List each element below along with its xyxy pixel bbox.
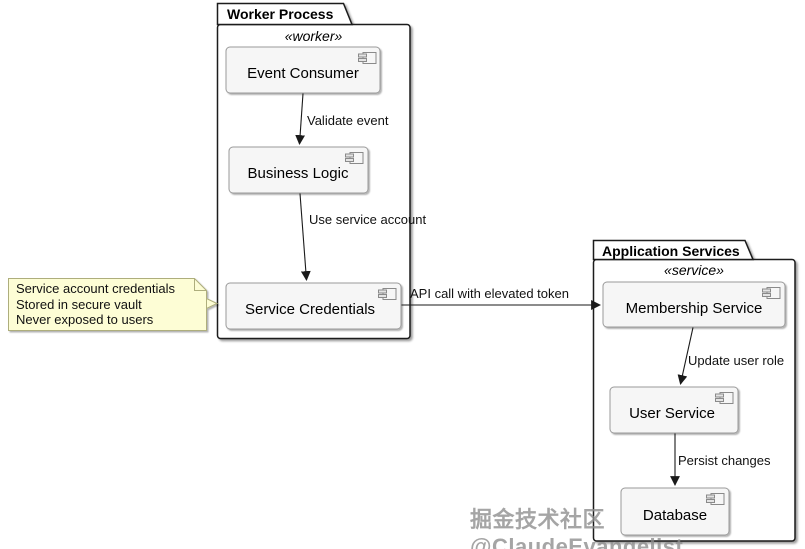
edge-use-service-account xyxy=(299,193,311,281)
note-line-1: Service account credentials xyxy=(16,281,175,296)
label-service-credentials: Service Credentials xyxy=(244,301,376,318)
note-line-2: Stored in secure vault xyxy=(16,296,142,312)
component-database xyxy=(620,487,730,536)
stereotype-worker: «worker» xyxy=(284,28,343,44)
edge-validate-event xyxy=(295,93,306,145)
stereotype-service: «service» xyxy=(664,262,724,278)
component-user-service xyxy=(609,386,739,434)
component-event-consumer xyxy=(225,46,381,94)
edge-label-persist-changes: Persist changes xyxy=(678,453,771,468)
note-text: Service account credentials Stored in se… xyxy=(16,281,175,328)
edge-label-validate-event: Validate event xyxy=(307,113,389,128)
edge-update-user-role xyxy=(677,327,694,385)
component-icon xyxy=(358,52,377,64)
label-database: Database xyxy=(642,507,708,524)
note-service-credentials xyxy=(8,278,219,331)
component-icon xyxy=(715,392,734,404)
note-line-3: Never exposed to users xyxy=(16,312,154,327)
label-event-consumer: Event Consumer xyxy=(247,65,359,82)
edge-label-update-user-role: Update user role xyxy=(688,353,785,368)
component-icon xyxy=(378,288,397,300)
component-service-credentials xyxy=(225,282,402,330)
edge-label-use-service-account: Use service account xyxy=(309,212,427,227)
label-business-logic: Business Logic xyxy=(247,165,349,182)
label-user-service: User Service xyxy=(629,405,715,422)
component-business-logic xyxy=(228,146,369,194)
package-title-application-services: Application Services xyxy=(602,243,740,259)
package-title-worker-process: Worker Process xyxy=(227,6,334,22)
component-icon xyxy=(762,287,781,299)
component-icon xyxy=(706,493,725,505)
edge-label-api-call: API call with elevated token xyxy=(410,286,569,301)
component-icon xyxy=(345,152,364,164)
label-membership-service: Membership Service xyxy=(625,300,763,317)
watermark: 掘金技术社区 @ClaudeEvangelist xyxy=(470,507,684,549)
component-membership-service xyxy=(602,281,786,328)
